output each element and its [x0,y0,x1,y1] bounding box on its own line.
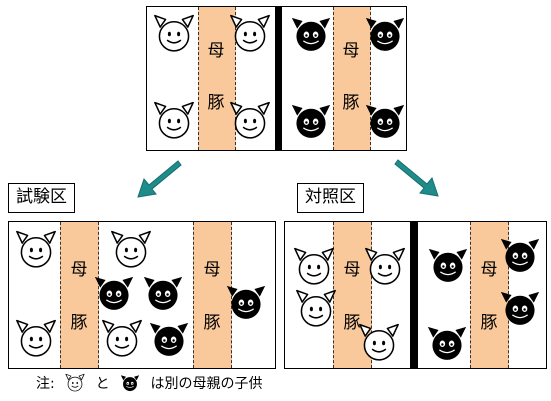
black-piglet-icon [91,270,137,316]
sow-label-char: 豚 [203,313,221,333]
legend-note: 注: と は別の母親の子供 [36,372,263,394]
white-piglet-icon [63,372,87,394]
sow-label-char: 豚 [70,313,88,333]
white-piglet-icon [227,98,273,144]
sow-label-char: 母 [343,260,361,280]
trial-pen: 母 豚 母 豚 [8,221,276,369]
black-piglet-icon [288,11,334,57]
white-piglet-icon [108,227,154,273]
black-piglet-icon [146,316,192,362]
black-piglet-icon [118,372,142,394]
sow-label-char: 豚 [343,313,361,333]
sow-label-char: 母 [342,41,360,61]
teal-arrow-icon [137,160,182,198]
sow-label-char: 母 [203,260,221,280]
white-piglet-icon [13,227,59,273]
black-piglet-icon [425,242,471,288]
control-pen: 母 豚 母 豚 [284,221,547,369]
sow-label-char: 豚 [342,93,360,113]
white-piglet-icon [293,286,339,332]
teal-arrow-icon [394,159,439,197]
white-piglet-icon [362,244,408,290]
white-piglet-icon [99,316,145,362]
control-group-label: 対照区 [297,183,364,213]
sow-label-char: 豚 [480,313,498,333]
sow-label-char: 豚 [207,93,225,113]
white-piglet-icon [151,11,197,57]
pen-divider [410,222,418,368]
note-prefix: 注: [36,376,55,392]
black-piglet-icon [424,320,470,366]
trial-group-label: 試験区 [8,183,75,213]
black-piglet-icon [140,270,186,316]
pen-divider [275,7,282,150]
black-piglet-icon [497,285,543,331]
black-piglet-icon [223,279,269,325]
black-piglet-icon [288,98,334,144]
sow-label-char: 母 [207,41,225,61]
sow-label-char: 母 [480,260,498,280]
white-piglet-icon [356,320,402,366]
sow-strip: 母 豚 [333,7,371,150]
sow-strip: 母 豚 [60,222,99,368]
white-piglet-icon [291,244,337,290]
white-piglet-icon [227,11,273,57]
black-piglet-icon [362,11,408,57]
top-pen: 母 豚 母 豚 [146,6,407,151]
note-connector: と [95,376,110,392]
sow-strip: 母 豚 [193,222,232,368]
black-piglet-icon [362,98,408,144]
white-piglet-icon [13,316,59,362]
black-piglet-icon [497,232,543,278]
note-suffix: は別の母親の子供 [150,376,263,392]
sow-label-char: 母 [70,260,88,280]
white-piglet-icon [151,98,197,144]
sow-strip: 母 豚 [198,7,236,150]
